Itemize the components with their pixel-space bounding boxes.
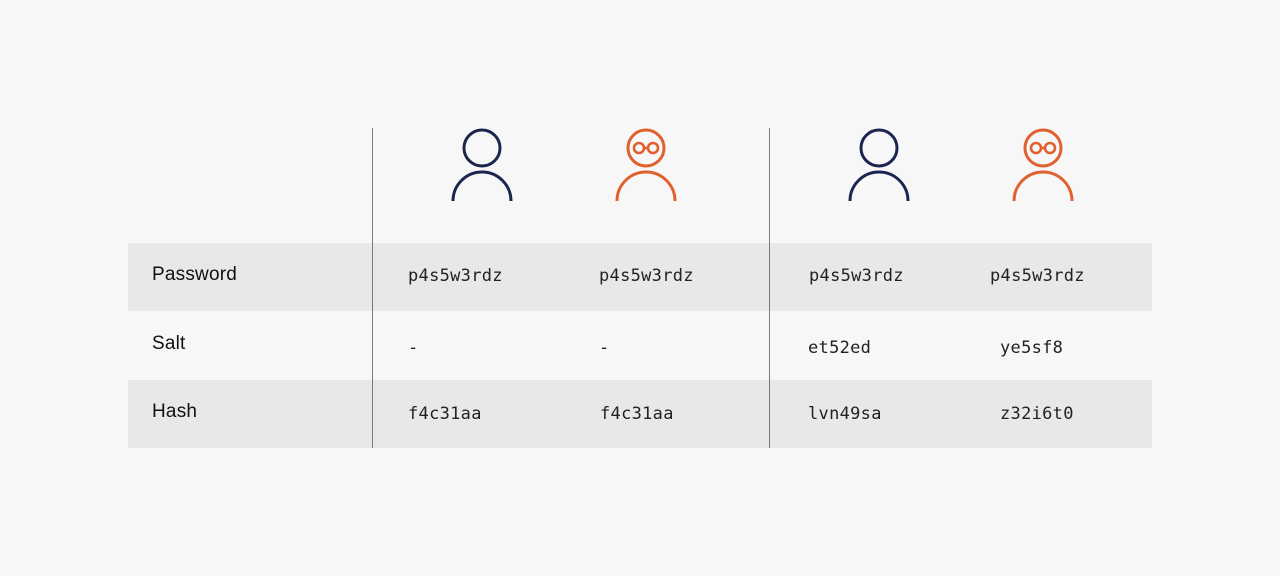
password-cell: p4s5w3rdz: [809, 266, 904, 286]
password-cell: p4s5w3rdz: [990, 266, 1085, 286]
attacker-icon: [1011, 126, 1075, 204]
salt-row-band: [128, 311, 1152, 379]
salt-cell: ye5sf8: [1000, 338, 1064, 358]
hash-cell: f4c31aa: [600, 404, 674, 424]
divider-unsalted: [372, 128, 373, 448]
password-row-band: [128, 243, 1152, 311]
row-label-salt: Salt: [152, 333, 186, 354]
hash-cell: f4c31aa: [408, 404, 482, 424]
salt-cell: -: [408, 338, 419, 358]
user-icon: [847, 126, 911, 204]
password-cell: p4s5w3rdz: [408, 266, 503, 286]
divider-salted: [769, 128, 770, 448]
salt-cell: et52ed: [808, 338, 872, 358]
row-label-password: Password: [152, 264, 238, 285]
hash-cell: z32i6t0: [1000, 404, 1074, 424]
hash-row-band: [128, 380, 1152, 448]
attacker-icon: [614, 126, 678, 204]
user-icon: [450, 126, 514, 204]
password-cell: p4s5w3rdz: [599, 266, 694, 286]
salt-cell: -: [599, 338, 610, 358]
row-label-hash: Hash: [152, 401, 198, 422]
hash-cell: lvn49sa: [808, 404, 882, 424]
